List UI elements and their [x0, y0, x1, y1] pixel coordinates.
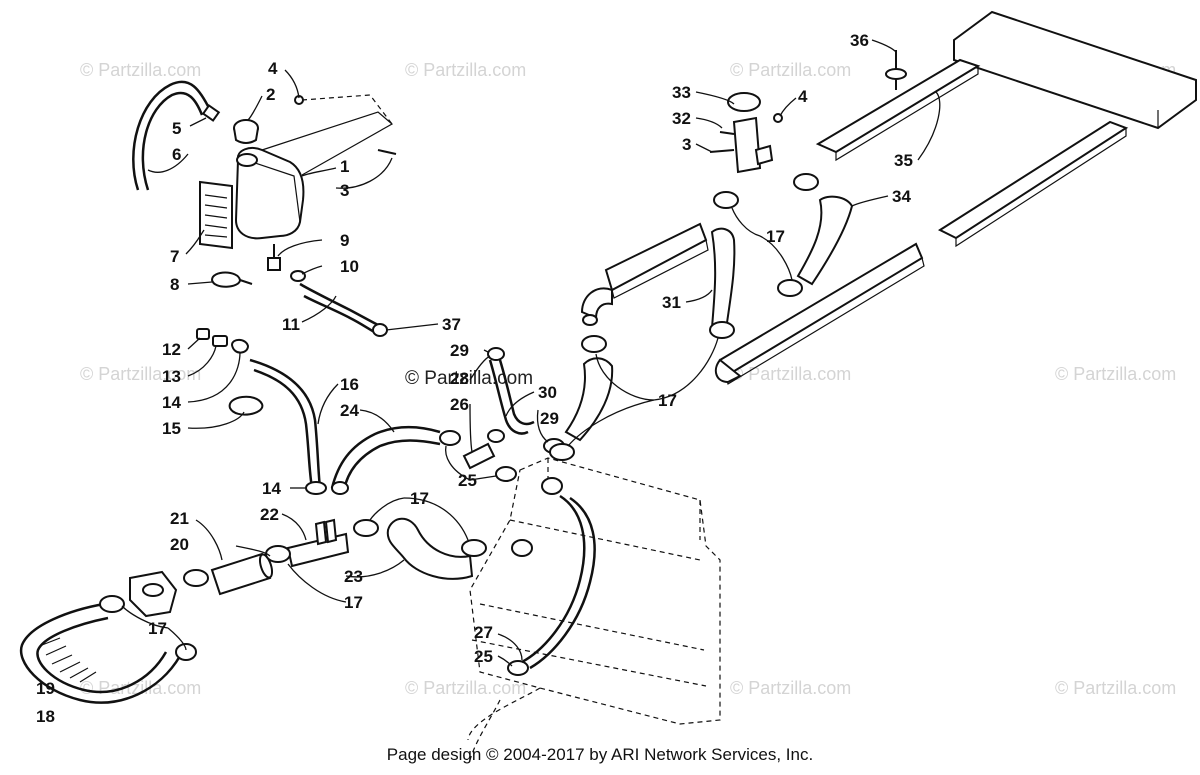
leader-lines — [121, 39, 941, 667]
callout-22: 22 — [260, 505, 279, 524]
callout-23: 23 — [344, 567, 363, 586]
frame-assembly — [815, 10, 1197, 248]
callout-25: 25 — [458, 471, 477, 490]
callout-4: 4 — [798, 87, 808, 106]
watermark: © Partzilla.com — [80, 364, 201, 384]
callout-24: 24 — [340, 401, 359, 420]
hose-clamp-group — [99, 430, 529, 676]
callout-35: 35 — [894, 151, 913, 170]
watermark: © Partzilla.com — [730, 678, 851, 698]
callout-9: 9 — [340, 231, 349, 250]
callout-1: 1 — [340, 157, 349, 176]
radiator-hose-assembly — [549, 92, 925, 461]
callout-25: 25 — [474, 647, 493, 666]
callout-26: 26 — [450, 395, 469, 414]
callout-13: 13 — [162, 367, 181, 386]
callout-17: 17 — [658, 391, 677, 410]
callout-28: 28 — [450, 369, 469, 388]
watermark: © Partzilla.com — [80, 60, 201, 80]
callout-6: 6 — [172, 145, 181, 164]
callout-34: 34 — [892, 187, 911, 206]
callout-33: 33 — [672, 83, 691, 102]
callout-3: 3 — [682, 135, 691, 154]
copyright-footer: Page design © 2004-2017 by ARI Network S… — [386, 745, 814, 764]
callout-17: 17 — [410, 489, 429, 508]
callout-19: 19 — [36, 679, 55, 698]
callout-12: 12 — [162, 340, 181, 359]
callout-36: 36 — [850, 31, 869, 50]
callout-31: 31 — [662, 293, 681, 312]
callout-15: 15 — [162, 419, 181, 438]
callout-16: 16 — [340, 375, 359, 394]
watermark: © Partzilla.com — [730, 364, 851, 384]
watermark: © Partzilla.com — [405, 678, 526, 698]
callout-17: 17 — [766, 227, 785, 246]
callout-32: 32 — [672, 109, 691, 128]
callout-37: 37 — [442, 315, 461, 334]
chassis-outline — [467, 457, 721, 761]
watermark: © Partzilla.com — [80, 678, 201, 698]
watermark-center: © Partzilla.com — [405, 368, 533, 389]
watermark: © Partzilla.com — [405, 60, 526, 80]
callout-2: 2 — [266, 85, 275, 104]
callout-18: 18 — [36, 707, 55, 726]
callout-17: 17 — [344, 593, 363, 612]
callout-8: 8 — [170, 275, 179, 294]
callout-17: 17 — [148, 619, 167, 638]
callout-20: 20 — [170, 535, 189, 554]
callout-11: 11 — [282, 315, 300, 334]
callout-29: 29 — [540, 409, 559, 428]
callout-7: 7 — [170, 247, 179, 266]
bleed-hose-assembly — [19, 328, 529, 704]
callout-27: 27 — [474, 623, 493, 642]
callout-labels: 4 2 5 6 1 3 7 8 9 10 11 37 12 13 14 15 1… — [36, 31, 913, 726]
callout-3: 3 — [340, 181, 349, 200]
callout-5: 5 — [172, 119, 181, 138]
callout-29: 29 — [450, 341, 469, 360]
watermark: © Partzilla.com — [1055, 364, 1176, 384]
watermark: © Partzilla.com — [1055, 678, 1176, 698]
callout-21: 21 — [170, 509, 189, 528]
callout-14: 14 — [162, 393, 181, 412]
callout-10: 10 — [340, 257, 359, 276]
watermark: © Partzilla.com — [730, 60, 851, 80]
callout-30: 30 — [538, 383, 557, 402]
reservoir-tank-assembly — [132, 80, 397, 337]
callout-14: 14 — [262, 479, 281, 498]
callout-4: 4 — [268, 59, 278, 78]
